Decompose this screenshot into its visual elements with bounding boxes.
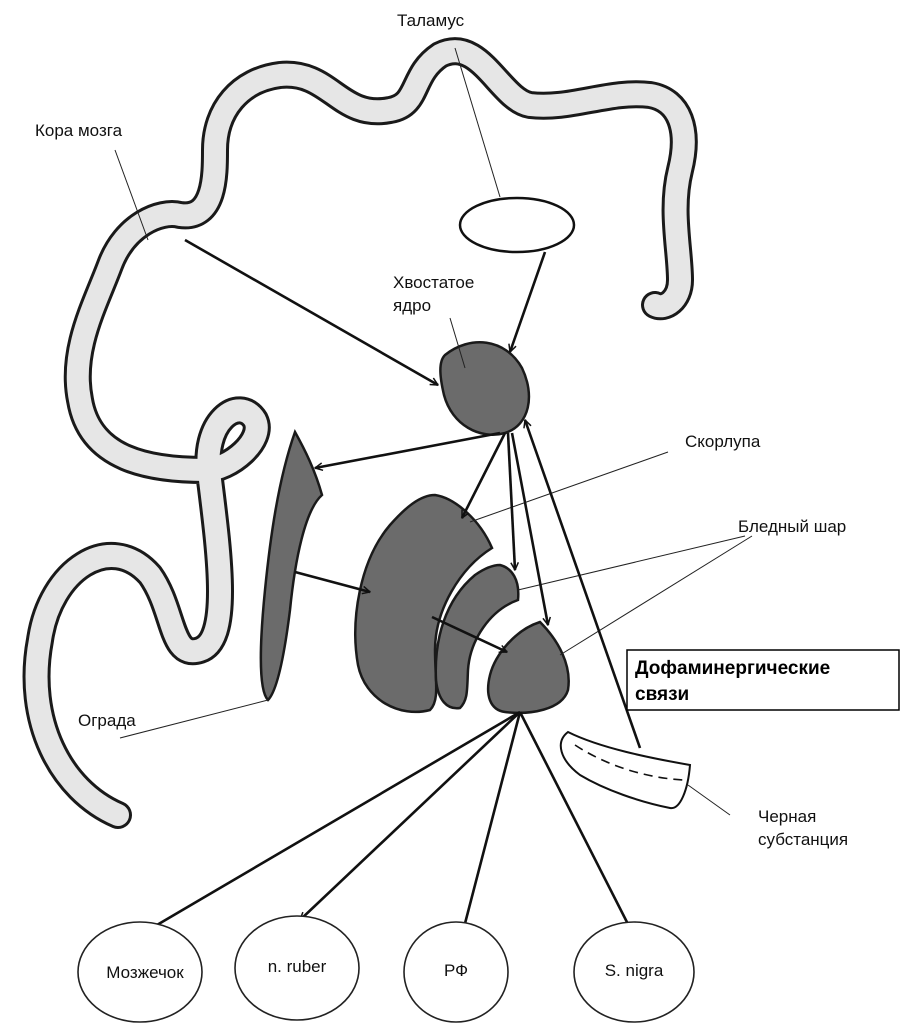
arrow-caudate-to-pallidus-ext [508,433,515,570]
dopaminergic-label-line1: Дофаминергические [635,658,830,679]
substantia-label-line1: Черная [758,807,816,826]
globus-pallidus-label: Бледный шар [738,517,846,536]
thalamus-shape [460,198,574,252]
arrow-caudate-to-putamen [462,433,505,518]
n-ruber-label: n. ruber [268,957,327,976]
rf-label: РФ [444,961,468,980]
putamen-label: Скорлупа [685,432,761,451]
claustrum-shape [261,432,322,700]
pallidus-leader-line-1 [518,536,745,590]
cerebral-cortex [37,51,684,815]
arrow-caudate-to-claustrum [315,433,500,468]
arrow-claustrum-to-putamen [295,572,370,592]
arrow-thalamus-to-caudate [510,252,545,352]
caudate-label-line1: Хвостатое [393,273,474,292]
substantia-nigra-shape [561,732,690,808]
caudate-nucleus-shape [440,342,529,434]
putamen-leader-line [470,452,668,522]
thalamus-label: Таламус [397,11,465,30]
globus-pallidus-internal-shape [488,622,569,713]
cerebellum-label: Мозжечок [106,963,184,982]
s-nigra-label: S. nigra [605,961,664,980]
claustrum-label: Ограда [78,711,136,730]
arrow-pallidus-to-rf [462,712,520,935]
arrow-pallidus-to-cerebellum [145,712,520,932]
pallidus-leader-line-2 [560,536,752,655]
arrow-pallidus-to-ruber [300,712,520,920]
cortex-label: Кора мозга [35,121,123,140]
dopaminergic-label-line2: связи [635,684,689,705]
substantia-leader-line [688,785,730,815]
claustrum-leader-line [120,700,268,738]
caudate-label-line2: ядро [393,296,431,315]
substantia-label-line2: субстанция [758,830,848,849]
